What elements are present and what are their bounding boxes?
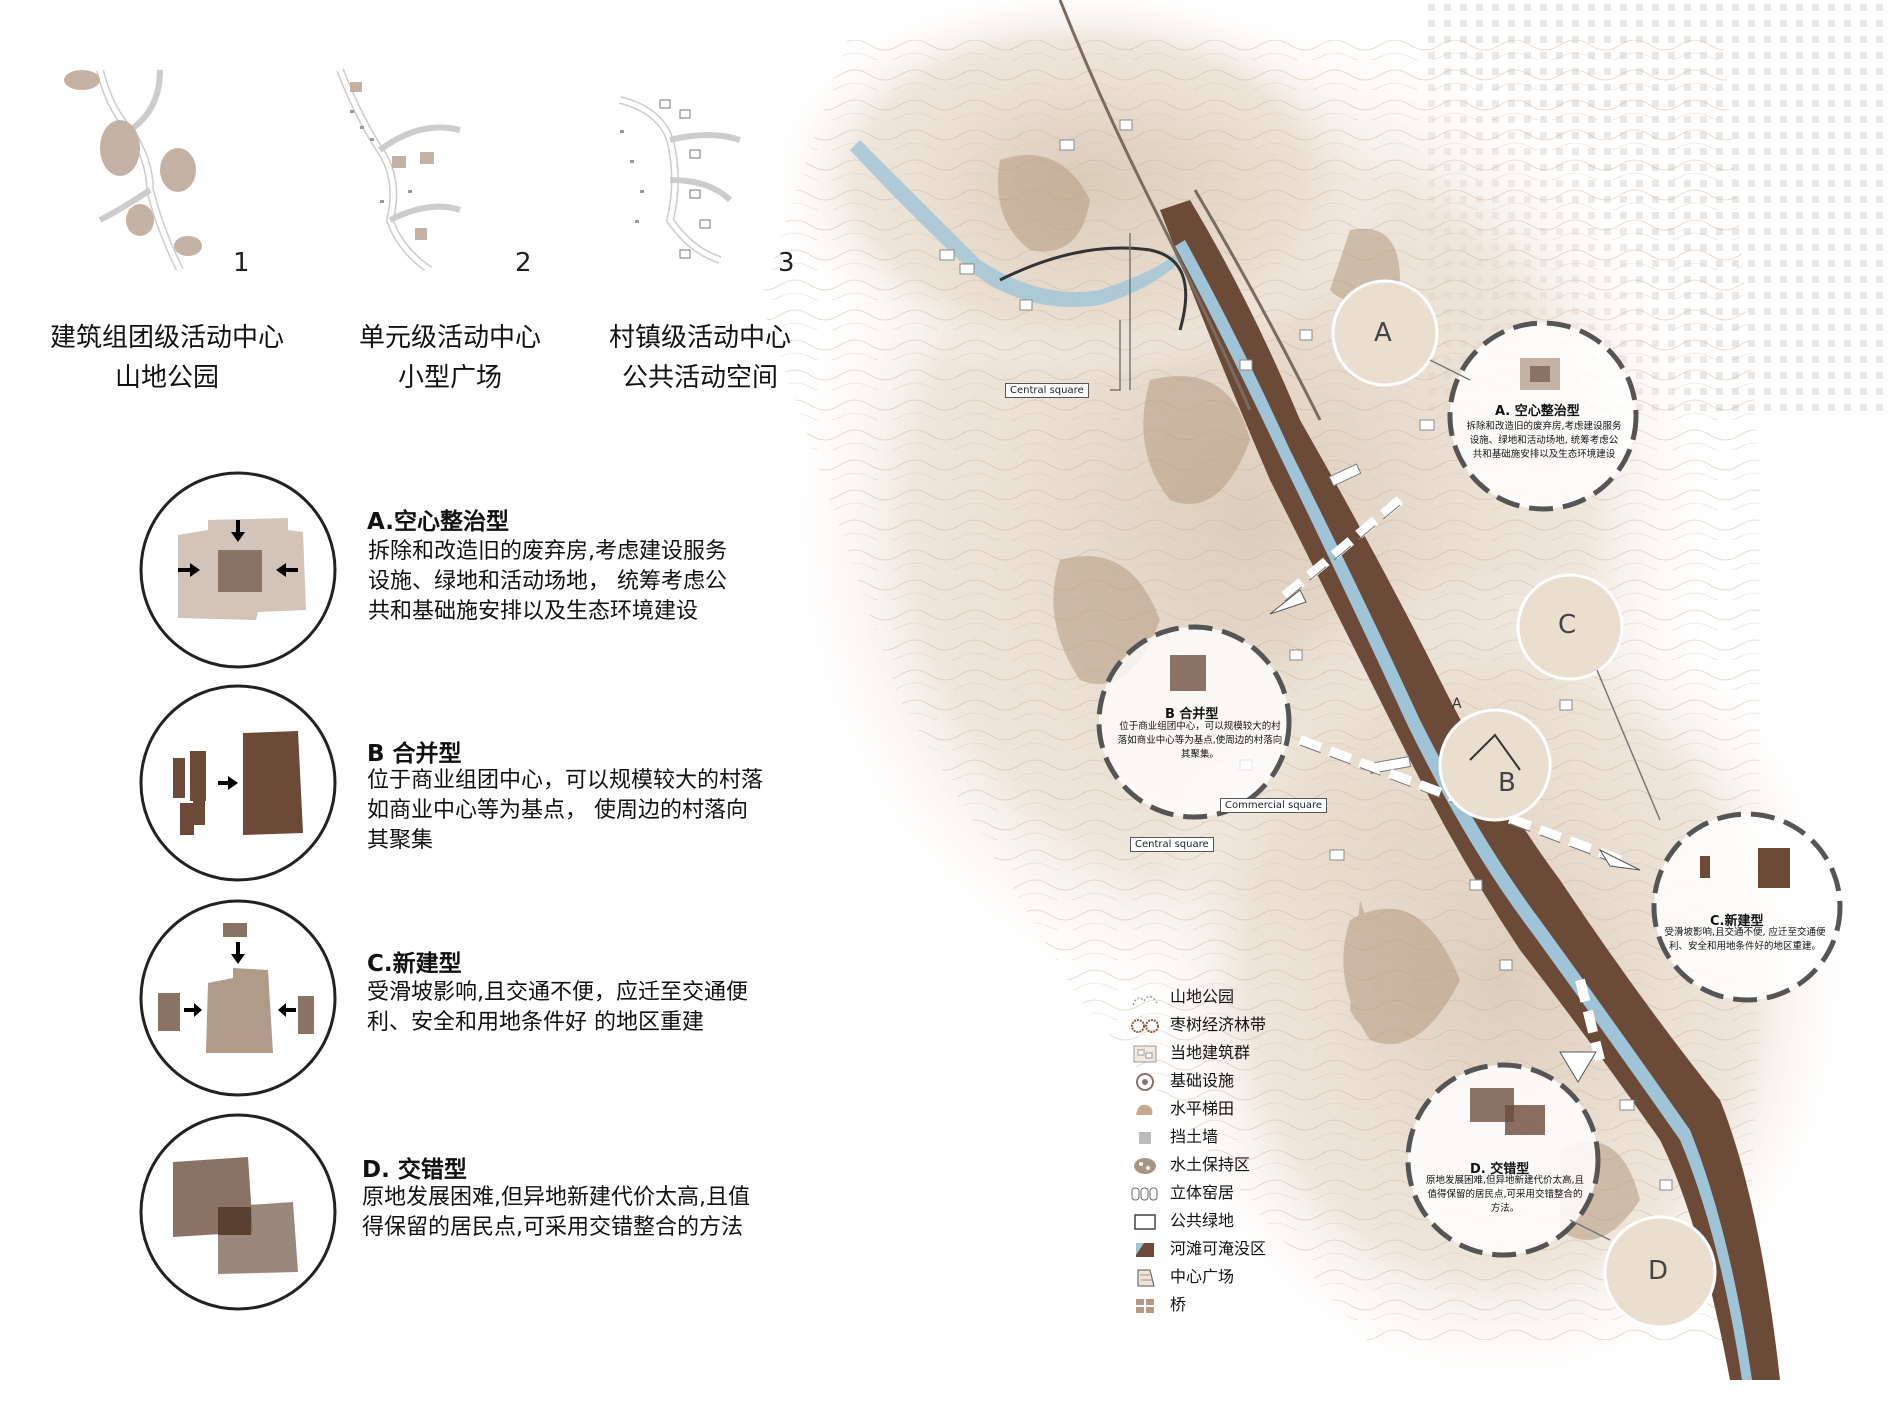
type-d-title: D. 交错型 (362, 1157, 467, 1183)
zoom-a-text: 拆除和改造旧的废弃房,考虑建设服务设施、绿地和活动场地, 统筹考虑公共和基础施安… (1466, 421, 1622, 460)
zoom-c-text: 受滑坡影响,且交通不便, 应迁至交通便利、安全和用地条件好的地区重建。 (1664, 927, 1826, 952)
zoom-b-text: 位于商业组团中心，可以规模较大的村落如商业中心等为基点,使周边的村落向其聚集。 (1117, 721, 1283, 760)
level-title-line1: 单元级活动中心 (358, 323, 541, 353)
soil-conservation-icon (1134, 1158, 1156, 1174)
type-d-diagram (139, 1113, 337, 1311)
type-a-diagram (139, 471, 337, 669)
circle-letter-b: B (1498, 768, 1516, 798)
zoom-c-title: C.新建型 (1710, 914, 1764, 929)
level-number: 2 (515, 248, 532, 278)
level-title-line2: 公共活动空间 (621, 363, 778, 393)
schematic-level-1 (64, 70, 202, 270)
local-buildings-icon (1133, 1045, 1157, 1063)
level-number: 3 (778, 248, 795, 278)
type-c-title: C.新建型 (367, 951, 462, 977)
type-a-desc: 拆除和改造旧的废弃房,考虑建设服务设施、绿地和活动场地， 统筹考虑公共和基础施安… (368, 539, 727, 624)
schematic-level-3 (618, 96, 741, 264)
legend-label: 当地建筑群 (1170, 1043, 1251, 1062)
legend-label: 水平梯田 (1170, 1099, 1235, 1118)
zoom-circle-d (1405, 1062, 1601, 1258)
zoom-d-title: D. 交错型 (1470, 1162, 1530, 1177)
level-title: 单元级活动中心 小型广场 (330, 318, 570, 398)
legend-label: 枣树经济林带 (1170, 1015, 1267, 1034)
zoom-circle-a (1447, 320, 1639, 512)
central-square-label: Central square (1005, 383, 1089, 398)
legend-label: 公共绿地 (1170, 1211, 1235, 1230)
legend-label: 基础设施 (1170, 1071, 1235, 1090)
schematic-level-2 (336, 68, 461, 270)
circle-letter-d: D (1648, 1256, 1669, 1286)
type-b-title: B 合并型 (367, 741, 462, 767)
type-b-desc: 位于商业组团中心，可以规模较大的村落如商业中心等为基点， 使周边的村落向其聚集 (367, 768, 764, 853)
jujube-forest-icon (1131, 1019, 1159, 1033)
map-marker-a: A (1452, 696, 1462, 712)
zoom-circle-c (1651, 811, 1843, 1003)
site-circle-b[interactable] (1438, 708, 1552, 822)
zoom-b-title: B 合并型 (1165, 707, 1219, 722)
central-plaza-icon (1137, 1269, 1155, 1287)
level-title: 村镇级活动中心 公共活动空间 (580, 318, 820, 398)
arrowhead (1598, 848, 1641, 871)
mountain-park-icon (1132, 995, 1158, 1006)
arrowhead (1559, 1051, 1597, 1083)
zoom-circle-b (1096, 624, 1292, 820)
infrastructure-icon (1136, 1073, 1154, 1091)
riverside-road (1058, 0, 1322, 421)
public-green-icon (1134, 1214, 1156, 1230)
callout-arrows (1110, 233, 1661, 1241)
cave-dwelling-icon (1131, 1187, 1158, 1201)
type-b-diagram (139, 684, 337, 882)
legend-label: 挡土墙 (1170, 1127, 1219, 1146)
level-title-line2: 小型广场 (397, 363, 502, 393)
type-c-desc: 受滑坡影响,且交通不便，应迁至交通便利、安全和用地条件好 的地区重建 (367, 980, 748, 1035)
circle-letter-a: A (1374, 318, 1392, 348)
legend-label: 立体窑居 (1170, 1183, 1235, 1202)
zoom-d-text: 原地发展困难,但异地新建代价太高,且值得保留的居民点,可采用交错整合的方法。 (1425, 1175, 1585, 1214)
commercial-square-label: Commercial square (1220, 798, 1328, 813)
terrace-icon (1136, 1104, 1153, 1115)
level-title-line1: 建筑组团级活动中心 (49, 323, 284, 353)
site-circle-a[interactable] (1331, 279, 1439, 387)
arrowhead (1269, 589, 1307, 615)
site-circle-c[interactable] (1516, 573, 1624, 681)
circle-letter-c: C (1558, 610, 1577, 640)
legend-label: 水土保持区 (1170, 1155, 1251, 1174)
floodplain-icon (1136, 1243, 1154, 1257)
legend-label: 桥 (1170, 1295, 1187, 1314)
level-number: 1 (233, 248, 250, 278)
level-title-line1: 村镇级活动中心 (608, 323, 791, 353)
level-title: 建筑组团级活动中心 山地公园 (47, 318, 287, 398)
legend-label: 中心广场 (1170, 1267, 1235, 1286)
legend-label: 河滩可淹没区 (1170, 1239, 1267, 1258)
type-d-desc: 原地发展困难,但异地新建代价太高,且值得保留的居民点,可采用交错整合的方法 (362, 1185, 750, 1240)
type-a-title: A.空心整治型 (367, 509, 509, 535)
legend-label: 山地公园 (1170, 987, 1235, 1006)
zoom-a-title: A. 空心整治型 (1495, 404, 1580, 419)
retaining-wall-icon (1139, 1132, 1151, 1144)
type-c-diagram (139, 899, 337, 1097)
central-square-label: Central square (1130, 837, 1214, 852)
level-title-line2: 山地公园 (114, 363, 219, 393)
site-circle-d[interactable] (1603, 1215, 1717, 1329)
bridge-icon (1136, 1299, 1154, 1313)
upper-road (999, 246, 1188, 331)
